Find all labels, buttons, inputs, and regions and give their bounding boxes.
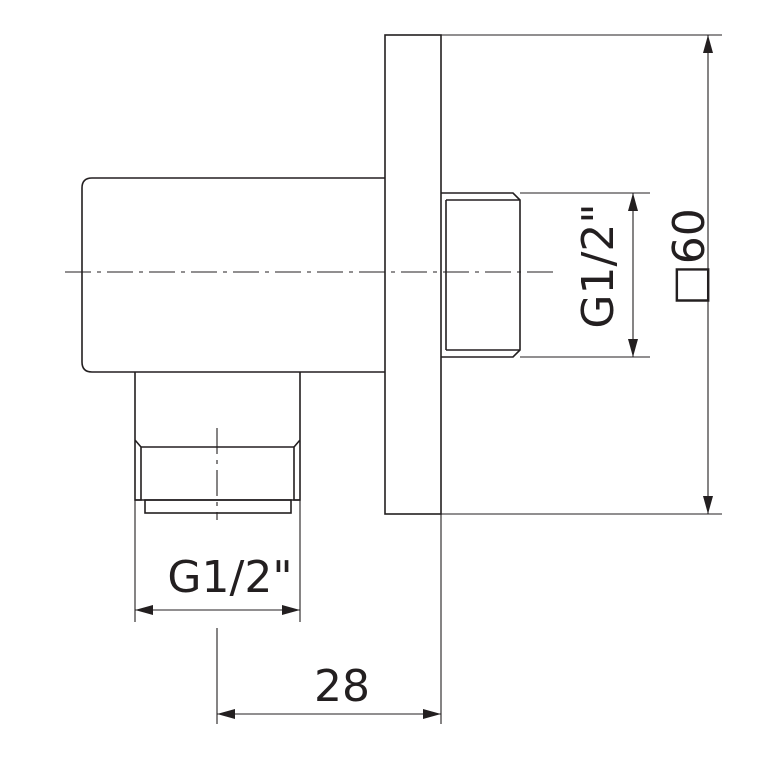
- right-thread-label: G1/2": [573, 203, 624, 328]
- plate-size-label: □60: [664, 208, 715, 306]
- dimension-right-thread: G1/2": [573, 193, 638, 357]
- center-lines: [65, 271, 555, 520]
- wall-plate: [384, 34, 442, 515]
- extension-lines: [134, 34, 722, 724]
- connector-body: [81, 177, 385, 373]
- rear-thread: [441, 192, 521, 358]
- dimension-bottom-thread: G1/2": [135, 552, 300, 615]
- dimension-offset: 28: [217, 661, 441, 719]
- offset-label: 28: [314, 661, 370, 712]
- bottom-thread-label: G1/2": [167, 552, 292, 603]
- dimension-plate-size: □60: [664, 35, 715, 514]
